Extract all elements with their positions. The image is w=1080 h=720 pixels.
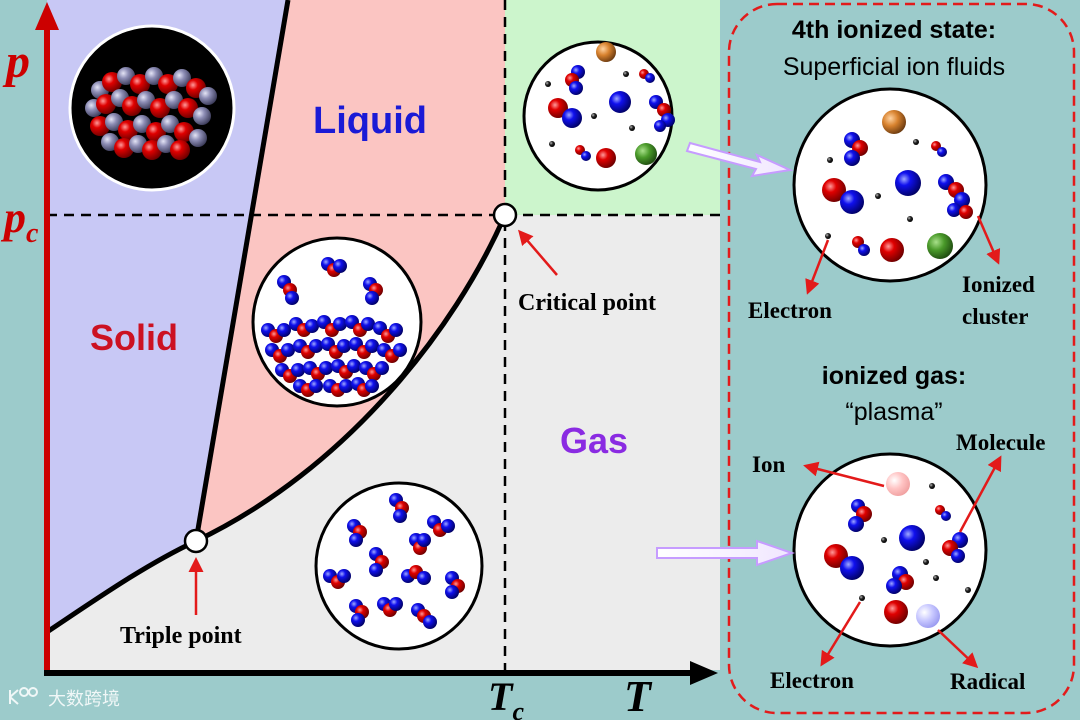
phase-boundaries [45, 0, 508, 635]
p-axis-arrowhead [35, 2, 59, 30]
ion-label: Ion [752, 452, 785, 477]
ion-arrow [803, 461, 885, 488]
critical-point-label: Critical point [518, 290, 656, 316]
liquid-label: Liquid [313, 100, 427, 142]
ionized-cluster-label-line1: Ionized [962, 272, 1035, 297]
radical-label: Radical [950, 669, 1025, 694]
ionized-state-title: 4th ionized state: [792, 16, 996, 44]
ionized-state-subtitle: Superficial ion fluids [783, 53, 1005, 81]
t-axis-arrowhead [690, 661, 718, 685]
watermark: 大数跨境 [9, 687, 120, 709]
gas-molecules-circle [314, 481, 484, 651]
ionized-gas-title: ionized gas: [822, 362, 966, 390]
t-axis-label: T [624, 672, 653, 720]
gas-label: Gas [560, 420, 628, 461]
tc-symbol: T [488, 674, 514, 719]
tc-subscript: c [512, 697, 524, 720]
axes [35, 2, 718, 685]
critical-point-arrow [518, 229, 558, 276]
critical-point-marker [492, 202, 518, 228]
ion-fluid-circle [792, 87, 988, 283]
electron-bottom-label: Electron [770, 668, 854, 693]
hollow-arrow-bottom [656, 539, 796, 567]
watermark-logo-icon [9, 687, 38, 705]
radical-arrow [937, 629, 979, 669]
solid-label: Solid [90, 317, 178, 358]
supercritical-circle [522, 40, 675, 192]
triple-point-label: Triple point [120, 623, 242, 649]
ionized-cluster-arrow [976, 215, 1001, 265]
solid-lattice-circle [68, 24, 236, 192]
p-axis-label: p [2, 35, 30, 88]
plasma-circle [792, 452, 988, 648]
liquid-molecules-circle [251, 236, 423, 408]
tc-label: Tc [488, 674, 524, 720]
watermark-text: 大数跨境 [48, 689, 120, 709]
electron-top-arrow [805, 239, 830, 295]
electron-bottom-arrow [820, 601, 862, 667]
electron-top-label: Electron [748, 298, 832, 323]
hollow-arrow-top [685, 141, 794, 178]
molecule-arrow [958, 455, 1002, 533]
ionized-gas-subtitle: “plasma” [845, 398, 942, 426]
pc-subscript: c [26, 218, 39, 249]
vaporization-curve [194, 214, 508, 544]
panel-dashed-border [727, 2, 1076, 715]
ionized-states-panel: 4th ionized state: Superficial ion fluid… [727, 2, 1076, 715]
triple-point-marker [183, 528, 209, 554]
sublimation-curve [45, 538, 198, 635]
melting-curve [193, 0, 291, 542]
molecule-label: Molecule [956, 430, 1045, 455]
ionized-cluster-label-line2: cluster [962, 304, 1028, 329]
pc-label: pc [0, 193, 39, 249]
critical-lines [47, 0, 720, 680]
pc-symbol: p [0, 193, 26, 242]
